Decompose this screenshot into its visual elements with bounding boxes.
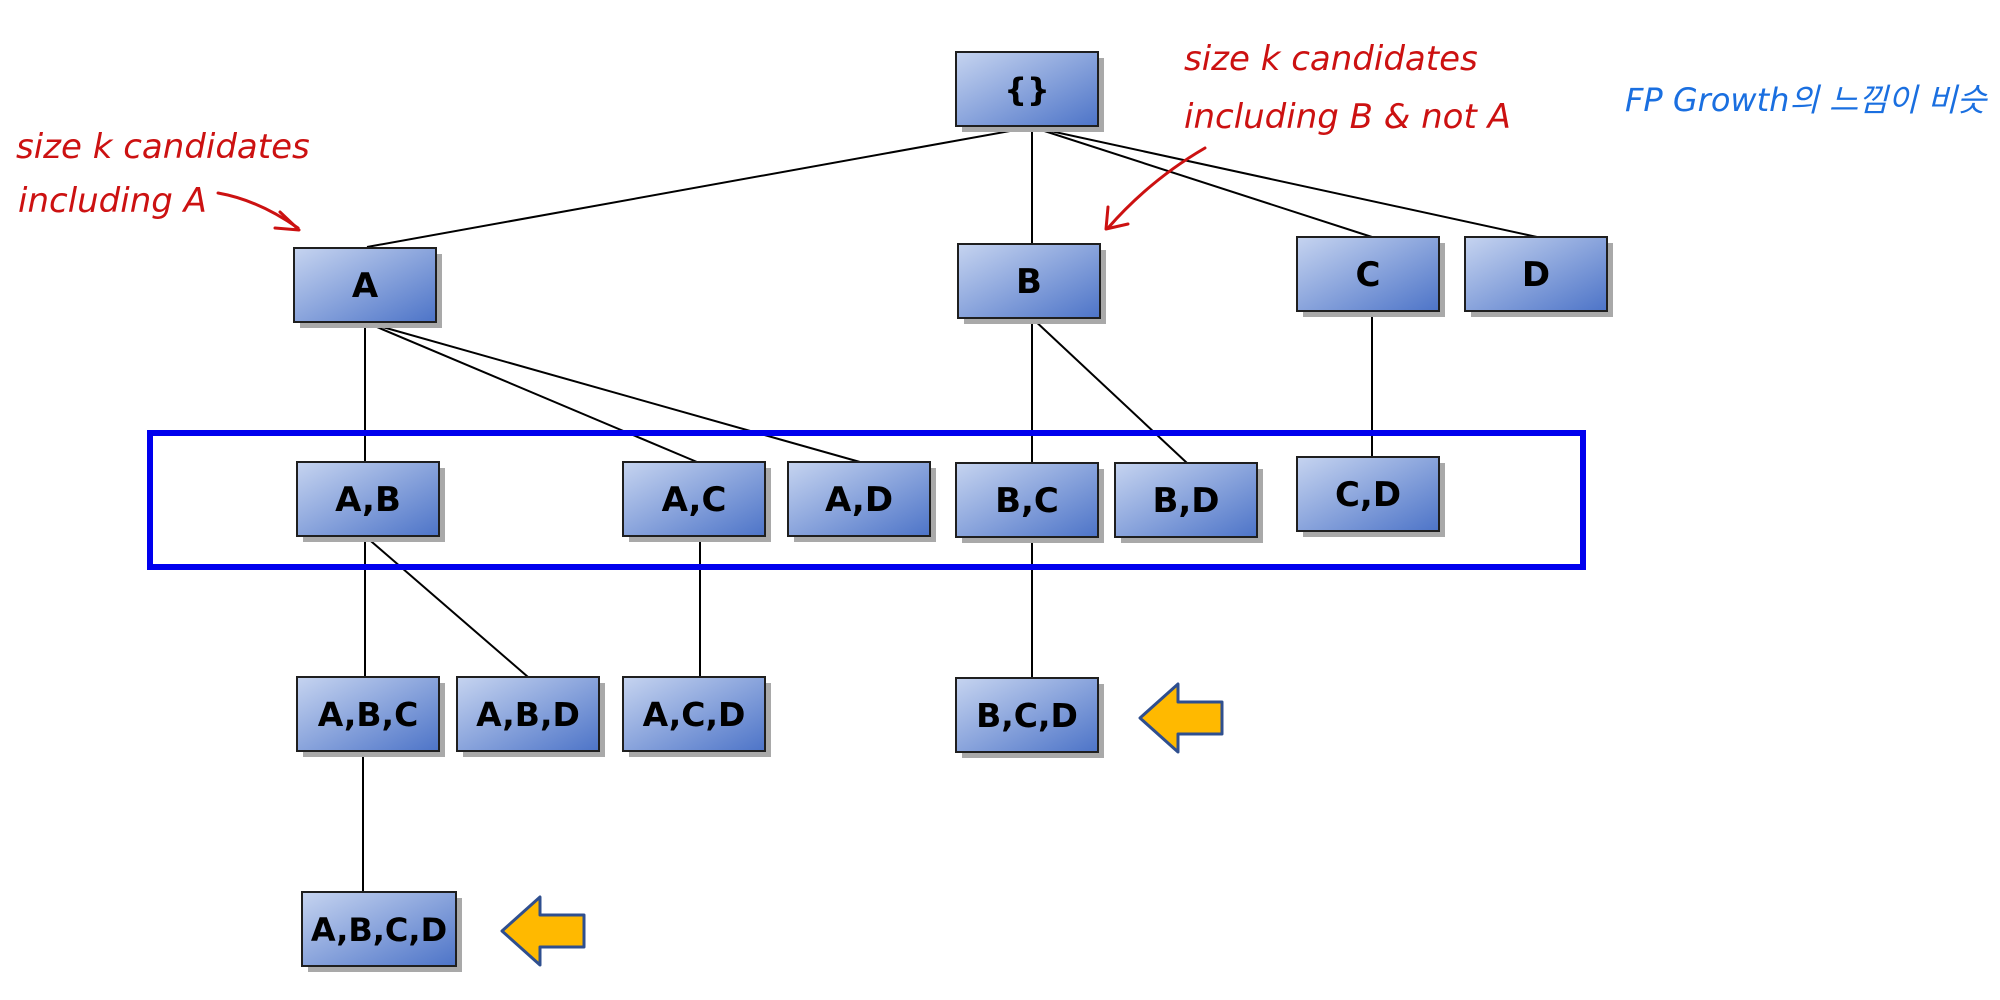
node-root: {}: [955, 51, 1104, 132]
node-ac: A,C: [622, 461, 771, 542]
node-a-label: A: [352, 266, 379, 306]
node-c: C: [1296, 236, 1445, 317]
node-bc: B,C: [955, 462, 1104, 543]
node-acd-label: A,C,D: [643, 695, 746, 734]
node-bd-label: B,D: [1152, 481, 1219, 521]
node-cd: C,D: [1296, 456, 1445, 537]
node-ad-label: A,D: [825, 480, 893, 520]
node-abc: A,B,C: [296, 676, 445, 757]
node-abcd: A,B,C,D: [301, 891, 462, 972]
note-mid-line1: size k candidates: [1184, 39, 1478, 79]
node-cd-label: C,D: [1335, 475, 1401, 515]
annotation-arrow-icon: [1104, 205, 1130, 231]
annotation-arrow-icon: [273, 210, 301, 232]
node-c-label: C: [1356, 255, 1381, 295]
node-abc-label: A,B,C: [318, 695, 419, 734]
node-d-label: D: [1522, 255, 1550, 295]
edge-a-ad: [364, 321, 861, 463]
edge-root-a: [366, 126, 1033, 248]
node-ac-label: A,C: [662, 480, 727, 520]
edge-root-d: [1031, 126, 1538, 238]
tree-edges: [362, 126, 1538, 892]
annotation-arrow-icon: [1106, 146, 1207, 230]
annotation-arrow-icon: [216, 191, 300, 230]
note-mid-line2: including B & not A: [1184, 97, 1511, 137]
node-ad: A,D: [787, 461, 936, 542]
node-b: B: [957, 243, 1106, 324]
node-abd-label: A,B,D: [476, 695, 580, 734]
edge-b-bd: [1031, 317, 1188, 464]
edge-root-c: [1031, 126, 1373, 238]
note-left-line1: size k candidates: [16, 127, 310, 167]
node-bcd-label: B,C,D: [976, 696, 1078, 735]
node-abcd-label: A,B,C,D: [311, 911, 447, 949]
edge-ab-abd: [364, 535, 529, 678]
node-abd: A,B,D: [456, 676, 605, 757]
node-acd: A,C,D: [622, 676, 771, 757]
node-a: A: [293, 247, 442, 328]
node-bcd: B,C,D: [955, 677, 1104, 758]
node-b-label: B: [1016, 262, 1042, 302]
node-ab: A,B: [296, 461, 445, 542]
node-d: D: [1464, 236, 1613, 317]
node-ab-label: A,B: [335, 480, 401, 520]
level-2-highlight-box: [147, 430, 1586, 570]
pointer-arrow-icon: [1138, 682, 1224, 754]
node-root-label: {}: [1004, 71, 1050, 109]
note-left-line2: including A: [18, 181, 207, 221]
node-bd: B,D: [1114, 462, 1263, 543]
pointer-arrow-icon: [500, 895, 586, 967]
node-bc-label: B,C: [995, 481, 1059, 521]
edge-a-ac: [364, 321, 698, 463]
note-right: FP Growth의 느낌이 비슷: [1625, 81, 1988, 119]
